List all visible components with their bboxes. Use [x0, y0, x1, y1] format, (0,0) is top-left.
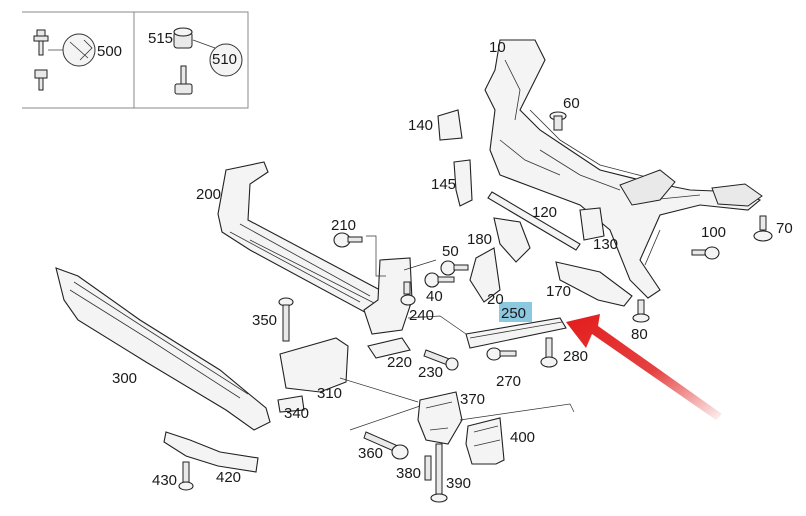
callout-400: 400 — [510, 429, 535, 446]
callout-370: 370 — [460, 391, 485, 408]
item-340-nut-plate — [277, 395, 305, 413]
callout-120: 120 — [532, 204, 557, 221]
callout-200: 200 — [196, 186, 221, 203]
callout-300: 300 — [112, 370, 137, 387]
callout-170: 170 — [546, 283, 571, 300]
callout-430: 430 — [152, 472, 177, 489]
callout-60: 60 — [563, 95, 580, 112]
item-380-stud — [424, 455, 432, 481]
item-10-front-carrier — [484, 39, 763, 299]
callout-145: 145 — [431, 176, 456, 193]
callout-10: 10 — [489, 39, 506, 56]
item-300-bumper-beam — [55, 267, 271, 431]
item-200-crash-member — [217, 161, 393, 317]
callout-140: 140 — [408, 117, 433, 134]
item-50-screw — [440, 260, 469, 276]
callout-350: 350 — [252, 312, 277, 329]
callout-515: 515 — [148, 30, 173, 47]
callout-380: 380 — [396, 465, 421, 482]
item-170-cover — [555, 261, 633, 307]
item-140-bracket — [437, 109, 463, 141]
item-270-screw — [486, 347, 517, 361]
callout-340: 340 — [284, 405, 309, 422]
item-370-mount — [417, 391, 463, 445]
callout-130: 130 — [593, 236, 618, 253]
callout-310: 310 — [317, 385, 342, 402]
item-20-bracket — [469, 247, 501, 303]
callout-80: 80 — [631, 326, 648, 343]
callout-labels: 10 20 40 50 60 70 80 100 120 130 140 145… — [97, 30, 793, 492]
callout-210: 210 — [331, 217, 356, 234]
item-430-bolt — [178, 461, 194, 491]
item-390-bolt — [430, 443, 448, 503]
callout-510: 510 — [212, 51, 237, 68]
item-400-cover — [465, 417, 505, 465]
item-230-bolt — [423, 349, 459, 371]
item-360-bolt — [363, 431, 409, 460]
callout-220: 220 — [387, 354, 412, 371]
item-210-bolt — [333, 232, 363, 248]
callout-50: 50 — [442, 243, 459, 260]
leader-lines — [339, 235, 575, 431]
item-350-long-bolt — [278, 297, 294, 342]
hardware-inset-box — [22, 11, 249, 109]
item-120-seal-strip — [487, 191, 581, 251]
item-crash-member-end-plate — [363, 257, 413, 335]
red-pointer-arrow — [566, 314, 722, 420]
callout-70: 70 — [776, 220, 793, 237]
item-100-screw — [691, 246, 720, 260]
callout-250: 250 — [501, 305, 526, 322]
callout-40: 40 — [426, 288, 443, 305]
bolt-near-end-plate — [400, 281, 416, 306]
callout-270: 270 — [496, 373, 521, 390]
item-280-bolt — [540, 337, 558, 368]
item-310-bracket — [279, 337, 349, 393]
item-60-bolt — [549, 111, 567, 131]
item-130-bracket — [579, 207, 605, 241]
item-145-bracket — [453, 159, 473, 207]
item-500-bolt-kit — [33, 29, 96, 91]
item-40-screw — [424, 272, 455, 288]
callout-500: 500 — [97, 43, 122, 60]
item-510-515-fastener-kit — [173, 27, 243, 95]
highlight-callout-250 — [499, 302, 532, 322]
item-180-bracket — [493, 217, 531, 263]
callout-230: 230 — [418, 364, 443, 381]
item-220-bracket — [367, 337, 411, 359]
callout-420: 420 — [216, 469, 241, 486]
callout-240: 240 — [409, 307, 434, 324]
item-80-bolt — [632, 299, 650, 323]
callout-360: 360 — [358, 445, 383, 462]
item-420-strip — [163, 431, 259, 473]
callout-390: 390 — [446, 475, 471, 492]
callout-180: 180 — [467, 231, 492, 248]
callout-280: 280 — [563, 348, 588, 365]
callout-100: 100 — [701, 224, 726, 241]
callout-20: 20 — [487, 291, 504, 308]
item-70-bolt — [753, 215, 773, 242]
